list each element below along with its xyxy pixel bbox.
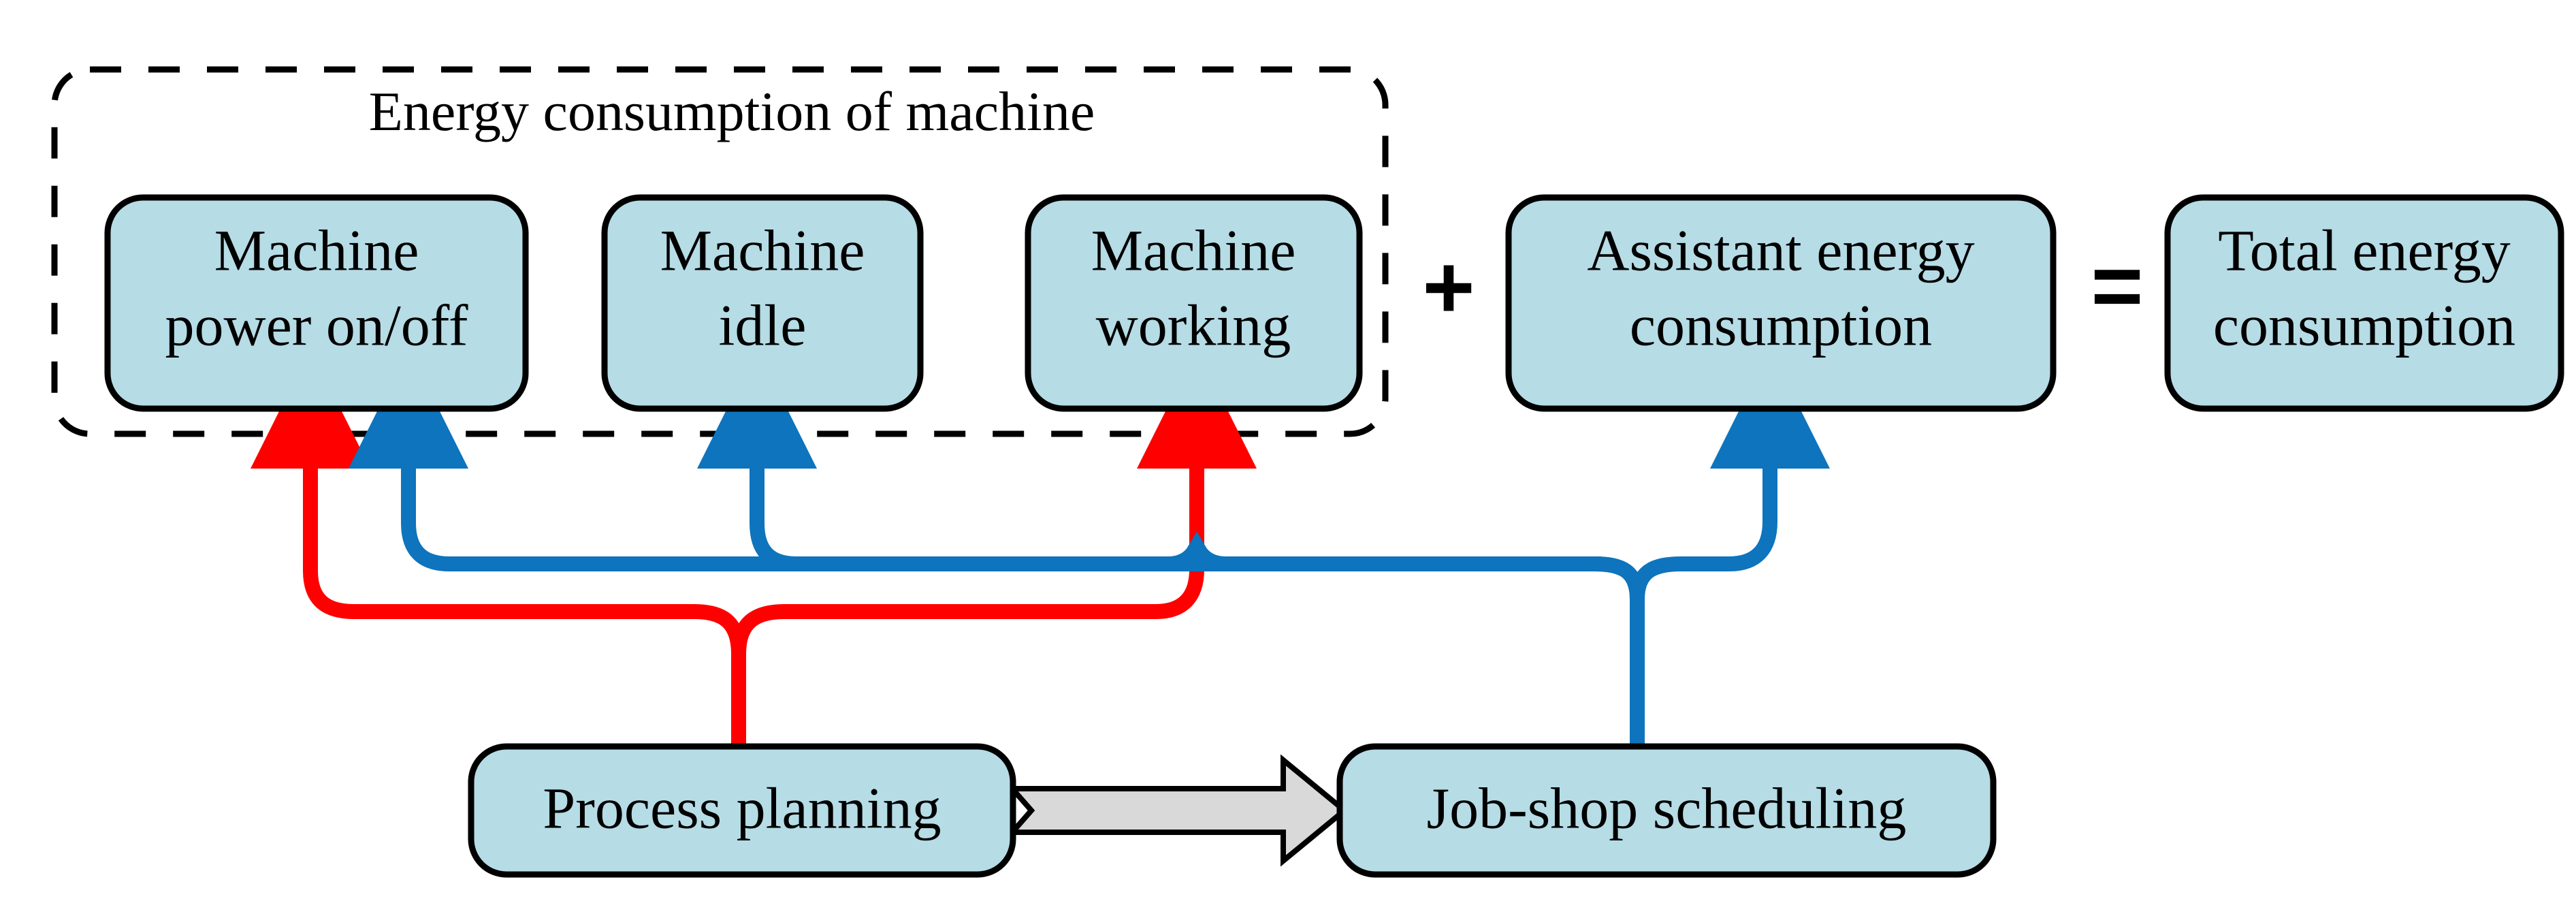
node-process-planning[interactable]: Process planning bbox=[468, 743, 1016, 878]
node-total-energy-consumption[interactable]: Total energy consumption bbox=[2164, 194, 2564, 412]
link-process-to-machine-power bbox=[251, 349, 746, 791]
node-machine-idle[interactable]: Machine idle bbox=[601, 194, 924, 412]
node-process-planning-label: Process planning bbox=[543, 776, 941, 841]
link-schedule-to-assistant-energy bbox=[1630, 349, 1830, 791]
node-machine-working-line2: working bbox=[1096, 293, 1291, 358]
node-machine-idle-line1: Machine bbox=[660, 218, 865, 283]
node-assistant-energy-line1: Assistant energy bbox=[1587, 218, 1974, 283]
node-machine-power-onoff-line1: Machine bbox=[214, 218, 419, 283]
link-schedule-to-machine-power bbox=[349, 349, 1645, 791]
node-assistant-energy-line2: consumption bbox=[1630, 293, 1932, 358]
node-total-energy-line2: consumption bbox=[2213, 293, 2515, 358]
node-machine-working[interactable]: Machine working bbox=[1025, 194, 1363, 412]
node-machine-working-line1: Machine bbox=[1091, 218, 1296, 283]
node-assistant-energy-consumption[interactable]: Assistant energy consumption bbox=[1505, 194, 2057, 412]
group-title: Energy consumption of machine bbox=[369, 80, 1095, 142]
node-job-shop-scheduling-label: Job-shop scheduling bbox=[1427, 776, 1907, 841]
node-total-energy-line1: Total energy bbox=[2218, 218, 2510, 283]
equals-operator: = bbox=[2091, 236, 2143, 336]
node-job-shop-scheduling[interactable]: Job-shop scheduling bbox=[1336, 743, 1997, 878]
link-process-to-machine-working bbox=[731, 349, 1257, 791]
plus-operator: + bbox=[1422, 237, 1475, 337]
block-arrow-process-to-schedule bbox=[1006, 754, 1349, 867]
node-machine-idle-line2: idle bbox=[719, 293, 807, 358]
node-machine-power-onoff[interactable]: Machine power on/off bbox=[104, 194, 529, 412]
node-machine-power-onoff-line2: power on/off bbox=[165, 293, 468, 358]
